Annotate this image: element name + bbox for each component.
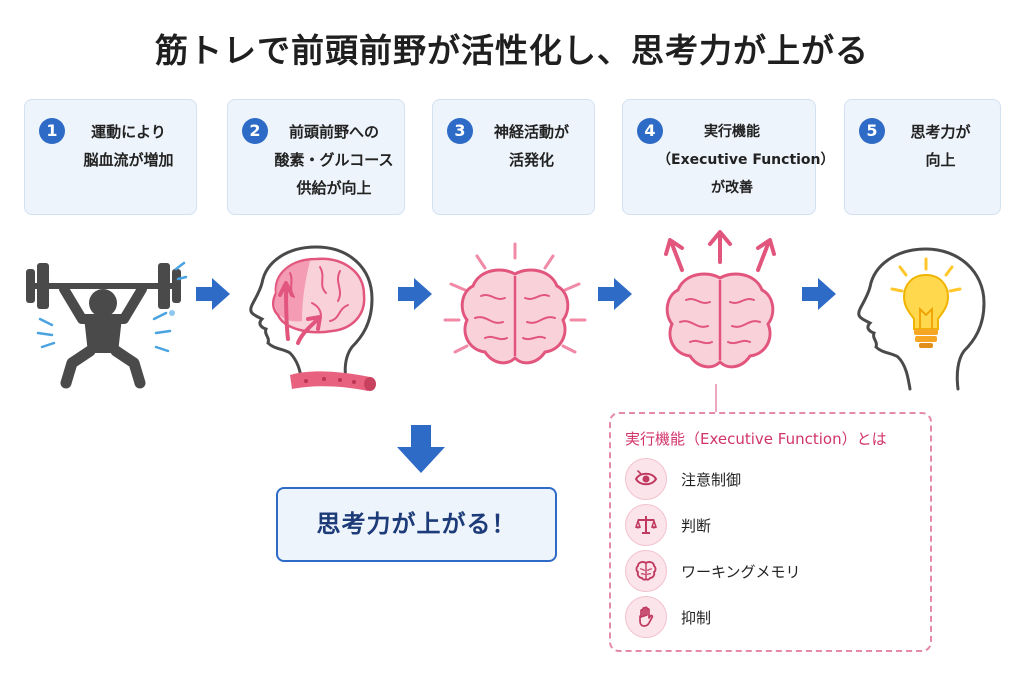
arrow-right-icon: [398, 278, 432, 310]
executive-function-box: 実行機能（Executive Function）とは 注意制御 判断: [609, 412, 932, 652]
step-box-1: 1 運動により 脳血流が増加: [24, 99, 197, 215]
step-number-5: 5: [859, 118, 885, 144]
ef-item-working-memory: ワーキングメモリ: [625, 550, 915, 594]
step-number-2: 2: [242, 118, 268, 144]
step-text-4: 実行機能 （Executive Function） が改善: [657, 118, 835, 202]
step-4-line-2: （Executive Function）: [657, 152, 835, 168]
step-text-2: 前頭前野への 酸素・グルコース 供給が向上: [272, 118, 396, 202]
result-box: 思考力が上がる！: [276, 487, 557, 562]
step-number-3: 3: [447, 118, 473, 144]
head-lightbulb-icon: [857, 247, 986, 391]
step-box-5: 5 思考力が 向上: [844, 99, 1001, 215]
step-box-2: 2 前頭前野への 酸素・グルコース 供給が向上: [227, 99, 405, 215]
ef-item-label: 抑制: [681, 609, 712, 627]
arrow-right-icon: [196, 278, 230, 310]
step-3-line-1: 神経活動が: [493, 123, 569, 141]
step-1-line-1: 運動により: [91, 123, 166, 141]
arrow-right-icon: [598, 278, 632, 310]
ef-item-judgment: 判断: [625, 504, 915, 548]
ef-item-inhibition: 抑制: [625, 596, 915, 640]
ef-item-label: ワーキングメモリ: [681, 563, 801, 581]
step-text-3: 神経活動が 活発化: [477, 118, 586, 174]
ef-item-label: 注意制御: [681, 471, 742, 489]
step-1-line-2: 脳血流が増加: [83, 151, 174, 169]
eye-icon: [625, 458, 667, 500]
arrow-right-icon: [802, 278, 836, 310]
step-5-line-2: 向上: [925, 151, 956, 169]
step-4-line-3: が改善: [711, 180, 753, 196]
step-2-line-1: 前頭前野への: [288, 123, 379, 141]
step-2-line-3: 供給が向上: [296, 179, 372, 197]
page-title: 筋トレで前頭前野が活性化し、思考力が上がる: [155, 31, 869, 70]
head-brain-icon: [249, 245, 376, 391]
ef-item-attention: 注意制御: [625, 458, 915, 502]
step-5-line-1: 思考力が: [910, 123, 971, 141]
step-text-5: 思考力が 向上: [889, 118, 992, 174]
connector-line: [715, 384, 717, 414]
step-3-line-2: 活発化: [508, 151, 554, 169]
brain-icon: [625, 550, 667, 592]
step-2-line-2: 酸素・グルコース: [274, 151, 394, 169]
arrow-down-icon: [397, 425, 445, 473]
executive-function-title: 実行機能（Executive Function）とは: [625, 430, 887, 448]
hand-icon: [625, 596, 667, 638]
step-box-4: 4 実行機能 （Executive Function） が改善: [622, 99, 835, 215]
weightlifter-icon: [26, 261, 188, 389]
step-number-4: 4: [637, 118, 663, 144]
step-4-line-1: 実行機能: [704, 124, 760, 140]
step-text-1: 運動により 脳血流が増加: [69, 118, 188, 174]
scale-icon: [625, 504, 667, 546]
step-box-3: 3 神経活動が 活発化: [432, 99, 595, 215]
improved-brain-icon: [664, 230, 776, 369]
step-number-1: 1: [39, 118, 65, 144]
active-brain-icon: [443, 242, 587, 365]
ef-item-label: 判断: [681, 517, 712, 535]
